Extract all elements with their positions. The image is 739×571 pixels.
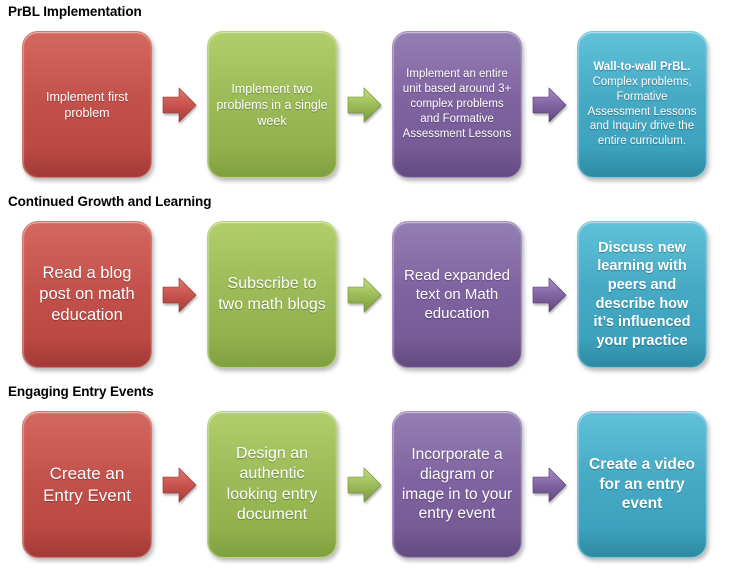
step-box-implement-entire-unit: Implement an entire unit based around 3+… <box>392 31 522 178</box>
step-box-read-blog-post: Read a blog post on math education <box>22 221 152 368</box>
step-text: Implement first problem <box>46 89 128 120</box>
process-row: Read a blog post on math education Subsc… <box>7 221 739 368</box>
flow-arrow-green-icon <box>337 275 392 315</box>
process-diagram: PrBL Implementation Implement first prob… <box>7 4 739 558</box>
step-text: Implement two problems in a single week <box>216 81 328 128</box>
step-text: Wall-to-wall PrBL. Complex problems, For… <box>585 60 699 150</box>
step-text: Incorporate a diagram or image in to you… <box>401 445 513 523</box>
step-box-design-entry-document: Design an authentic looking entry docume… <box>207 411 337 558</box>
step-box-subscribe-blogs: Subscribe to two math blogs <box>207 221 337 368</box>
flow-arrow-red-icon <box>152 465 207 505</box>
step-box-wall-to-wall-prbl: Wall-to-wall PrBL. Complex problems, For… <box>577 31 707 178</box>
flow-arrow-purple-icon <box>522 465 577 505</box>
step-text: Discuss new learning with peers and desc… <box>593 239 691 349</box>
step-lead-text: Wall-to-wall PrBL. <box>593 60 691 73</box>
step-text: Subscribe to two math blogs <box>218 275 326 313</box>
step-text: Create an Entry Event <box>43 463 131 505</box>
step-box-implement-two-problems: Implement two problems in a single week <box>207 31 337 178</box>
step-text: Design an authentic looking entry docume… <box>226 444 318 523</box>
step-box-read-expanded-text: Read expanded text on Math education <box>392 221 522 368</box>
process-row: Implement first problem Implement two pr… <box>7 31 739 178</box>
section-title: Continued Growth and Learning <box>8 194 212 209</box>
flow-arrow-green-icon <box>337 465 392 505</box>
step-box-implement-first-problem: Implement first problem <box>22 31 152 178</box>
step-box-incorporate-diagram: Incorporate a diagram or image in to you… <box>392 411 522 558</box>
flow-arrow-purple-icon <box>522 85 577 125</box>
section-engaging-entry-events: Engaging Entry Events Create an Entry Ev… <box>7 384 739 558</box>
step-rest-text: Complex problems, Formative Assessment L… <box>587 75 697 148</box>
step-text: Create a video for an entry event <box>589 455 695 513</box>
flow-arrow-purple-icon <box>522 275 577 315</box>
section-continued-growth: Continued Growth and Learning Read a blo… <box>7 194 739 368</box>
flow-arrow-red-icon <box>152 275 207 315</box>
flow-arrow-red-icon <box>152 85 207 125</box>
section-title: PrBL Implementation <box>8 4 142 19</box>
step-text: Implement an entire unit based around 3+… <box>402 68 512 140</box>
section-prbl-implementation: PrBL Implementation Implement first prob… <box>7 4 739 178</box>
step-text: Read a blog post on math education <box>39 263 135 325</box>
step-box-create-entry-event: Create an Entry Event <box>22 411 152 558</box>
step-box-discuss-new-learning: Discuss new learning with peers and desc… <box>577 221 707 368</box>
process-row: Create an Entry Event Design an authenti… <box>7 411 739 558</box>
section-title: Engaging Entry Events <box>8 384 154 399</box>
step-box-create-video: Create a video for an entry event <box>577 411 707 558</box>
step-text: Read expanded text on Math education <box>404 266 510 323</box>
flow-arrow-green-icon <box>337 85 392 125</box>
